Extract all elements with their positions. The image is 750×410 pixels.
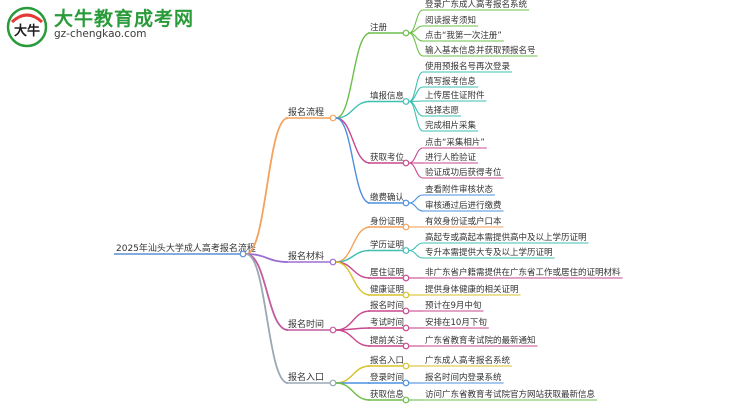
leaf-item: 选择志愿: [425, 105, 460, 116]
leaf-item: 点击“我第一次注册”: [425, 30, 502, 41]
node-dot: [402, 362, 410, 370]
node-dot: [402, 29, 410, 37]
node-dot: [329, 379, 337, 387]
sub-topic-label: 健康证明: [370, 284, 404, 295]
leaf-item: 点击“采集相片”: [425, 137, 485, 148]
leaf-item: 提供身体健康的相关证明: [425, 284, 519, 295]
connector-line: [408, 147, 424, 164]
node-dot: [402, 247, 410, 254]
connector-line: [335, 329, 371, 347]
connector-line: [335, 100, 371, 119]
connector-line: [335, 261, 371, 279]
sub-topic-label: 居住证明: [370, 267, 404, 278]
branch-2-label: 报名材料: [288, 250, 324, 262]
connector-line: [245, 253, 289, 263]
leaf-item: 广东成人高考报名系统: [425, 355, 511, 366]
sub-topic-label: 获取考位: [370, 152, 405, 163]
leaf-item: 审核通过后进行缴费: [425, 200, 502, 211]
leaf-item: 完成相片采集: [425, 120, 477, 131]
sub-topic-label: 学历证明: [370, 240, 404, 251]
brand-logo-text: 大牛: [14, 23, 40, 39]
node-dot: [402, 159, 410, 167]
leaf-item: 专升本需提供大专及以上学历证明: [425, 247, 553, 258]
node-dot: [402, 396, 410, 404]
leaf-item: 上传居住证附件: [425, 90, 485, 101]
node-dot: [239, 250, 247, 258]
node-dot: [329, 114, 337, 122]
node-dot: [402, 379, 410, 387]
root-topic: 2025年汕头大学成人高考报名流程: [116, 242, 256, 254]
branch-1-label: 报名流程: [288, 106, 324, 118]
connector-line: [335, 310, 371, 331]
connector-line: [335, 382, 371, 401]
connector-line: [335, 32, 371, 119]
connector-line: [408, 71, 424, 103]
connector-line: [408, 100, 424, 132]
connector-line: [245, 117, 289, 255]
connector-line: [408, 249, 424, 259]
connector-line: [245, 253, 289, 384]
node-dot: [402, 291, 410, 299]
node-dot: [402, 199, 410, 207]
sub-topic-label: 注册: [370, 22, 388, 33]
branch-4-label: 报名入口: [288, 371, 324, 383]
connector-line: [335, 365, 371, 384]
node-dot: [402, 223, 410, 231]
connector-line: [335, 117, 371, 204]
leaf-item: 登录广东成人高考报名系统: [425, 0, 528, 10]
sub-topic-label: 报名入口: [370, 355, 404, 366]
sub-topic-label: 缴费确认: [370, 192, 405, 203]
leaf-item: 预计在9月中旬: [425, 300, 481, 311]
leaf-item: 输入基本信息并获取预报名号: [425, 45, 536, 56]
leaf-item: 安排在10月下旬: [425, 317, 487, 328]
leaf-item: 验证成功后获得考位: [425, 167, 502, 178]
brand-title: 大牛教育成考网: [54, 8, 195, 30]
connector-line: [408, 32, 424, 57]
leaf-item: 广东省教育考试院的最新通知: [425, 335, 536, 346]
sub-topic-label: 身份证明: [370, 216, 404, 227]
node-dot: [329, 326, 337, 334]
leaf-item: 访问广东省教育考试院官方网站获取最新信息: [425, 389, 596, 400]
connector-line: [245, 253, 289, 331]
sub-topic-label: 提前关注: [370, 335, 405, 346]
branch-3-label: 报名时间: [288, 318, 324, 330]
connector-line: [408, 194, 424, 204]
sub-topic-label: 报名时间: [370, 300, 404, 311]
leaf-item: 使用预报名号再次登录: [425, 61, 511, 72]
connector-line: [408, 162, 424, 179]
leaf-item: 填写报考信息: [425, 76, 477, 87]
leaf-item: 有效身份证或户口本: [425, 216, 502, 227]
leaf-item: 查看附件审核状态: [425, 184, 494, 195]
node-dot: [329, 258, 337, 266]
connector-line: [408, 100, 424, 117]
node-dot: [402, 274, 410, 282]
leaf-item: 报名时间内登录系统: [425, 372, 502, 383]
connector-line: [408, 100, 424, 103]
leaf-item: 阅读报考须知: [425, 15, 476, 26]
connector-line: [335, 261, 371, 296]
node-dot: [402, 324, 410, 332]
sub-topic-label: 登录时间: [370, 372, 404, 383]
sub-topic-label: 填报信息: [370, 91, 405, 102]
brand-url: gz-chengkao.com: [54, 28, 147, 40]
leaf-item: 进行人脸验证: [425, 152, 477, 163]
leaf-item: 高起专或高起本需提供高中及以上学历证明: [425, 232, 587, 243]
node-dot: [402, 307, 410, 315]
connector-line: [335, 117, 371, 164]
connector-line: [335, 226, 371, 263]
node-dot: [402, 98, 410, 105]
connector-line: [408, 86, 424, 103]
node-dot: [402, 342, 410, 350]
sub-topic-label: 获取信息: [370, 389, 405, 400]
leaf-item: 非广东省户籍需提供在广东省工作或居住的证明材料: [425, 267, 621, 278]
connector-line: [408, 202, 424, 212]
sub-topic-label: 考试时间: [370, 317, 404, 328]
brand-logo: 大牛: [6, 6, 48, 48]
connector-line: [408, 242, 424, 252]
